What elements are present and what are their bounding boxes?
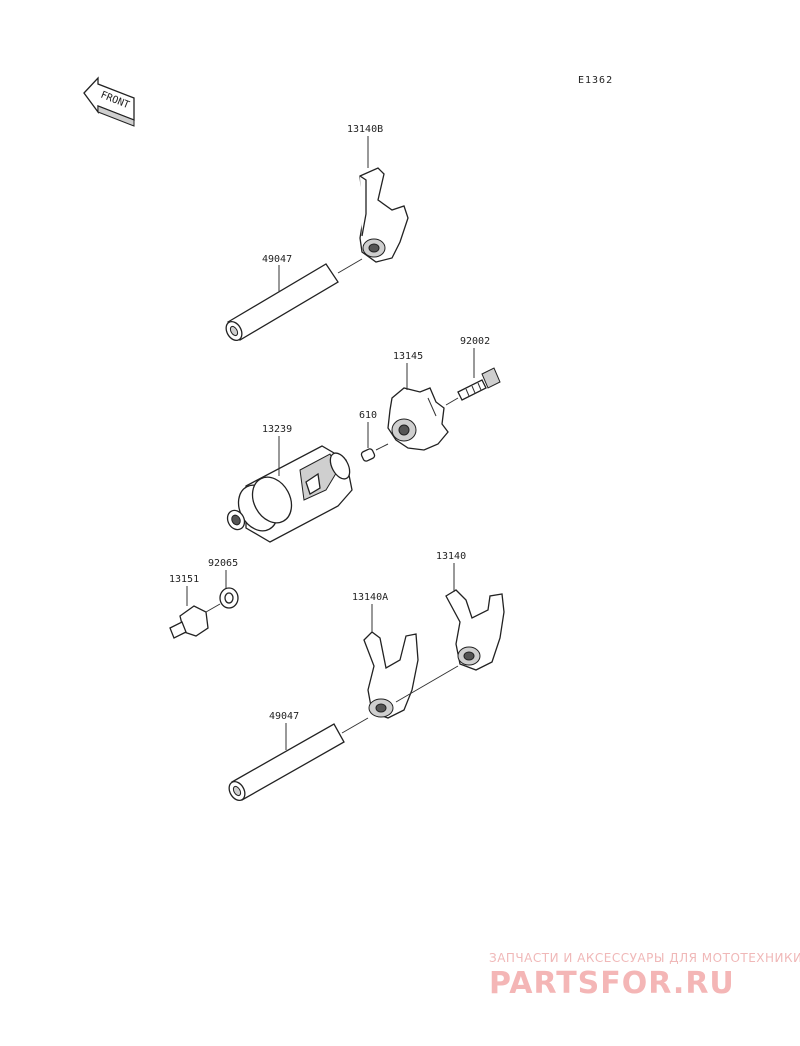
- cam-plate: [387, 387, 449, 451]
- shift-drum: [226, 445, 353, 543]
- neutral-switch: [169, 603, 221, 639]
- label-610: 610: [359, 410, 377, 421]
- shift-shaft-lower: [228, 665, 459, 801]
- label-13140A: 13140A: [352, 592, 388, 603]
- label-92002: 92002: [460, 336, 490, 347]
- shift-fork-left: [363, 631, 419, 719]
- label-49047-lower: 49047: [269, 711, 299, 722]
- label-49047-upper: 49047: [262, 254, 292, 265]
- bolt: [445, 367, 501, 406]
- shift-shaft-upper: [225, 258, 363, 341]
- watermark-logo: PARTSFOR.RU: [489, 966, 735, 1001]
- watermark-tagline: ЗАПЧАСТИ И АКСЕССУАРЫ ДЛЯ МОТОТЕХНИКИ: [489, 951, 800, 965]
- label-13239: 13239: [262, 424, 292, 435]
- diagram-code: E1362: [578, 75, 613, 86]
- washer: [219, 587, 239, 609]
- label-13140: 13140: [436, 551, 466, 562]
- front-arrow-icon: [83, 76, 135, 127]
- pin: [360, 443, 389, 462]
- label-13140B: 13140B: [347, 124, 383, 135]
- label-13145: 13145: [393, 351, 423, 362]
- label-92065: 92065: [208, 558, 238, 569]
- shift-fork-upper: [359, 167, 409, 263]
- label-13151: 13151: [169, 574, 199, 585]
- shift-fork-right: [445, 589, 505, 671]
